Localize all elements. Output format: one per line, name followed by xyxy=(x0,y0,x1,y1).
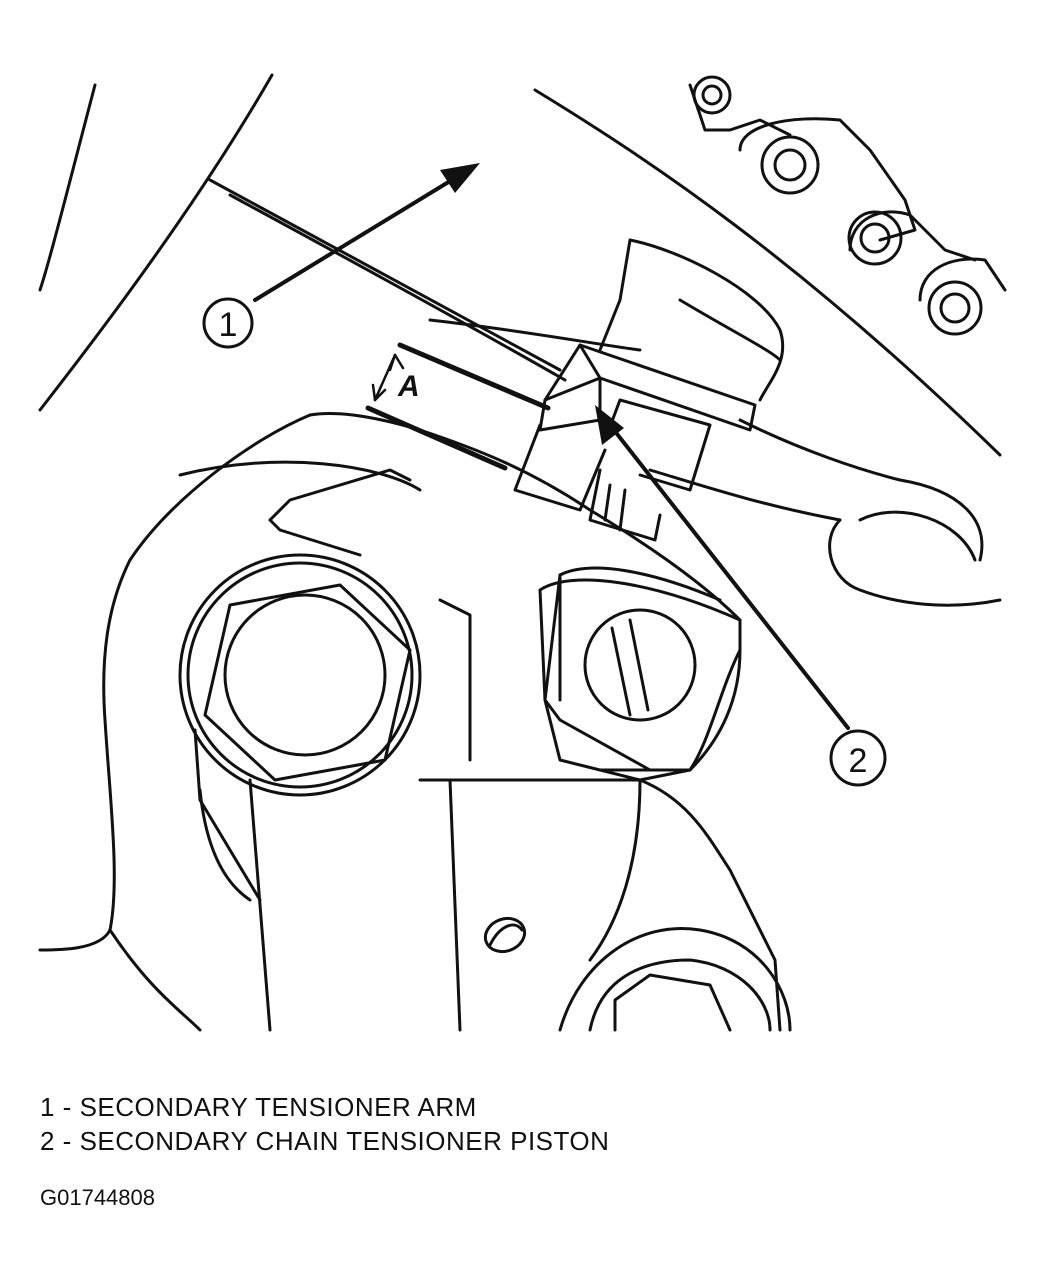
callout-2-circle xyxy=(829,729,887,787)
sprocket-outline-outer xyxy=(38,83,97,292)
dimension-a-label: A xyxy=(397,370,420,403)
tensioner-housing xyxy=(38,412,782,1032)
callout-1-circle xyxy=(202,297,254,349)
legend-item-2: 2 - SECONDARY CHAIN TENSIONER PISTON xyxy=(40,1126,610,1156)
sprocket-outline-inner xyxy=(38,73,274,412)
callout-1-number: 1 xyxy=(219,306,238,344)
dimension-a-indicator xyxy=(365,342,551,471)
callout-2-arrowhead xyxy=(595,405,624,445)
legend-item-1: 1 - SECONDARY TENSIONER ARM xyxy=(40,1092,477,1122)
dimension-a-arrow xyxy=(371,353,405,402)
callout-2-arrow xyxy=(608,423,850,730)
tensioner-piston xyxy=(513,343,757,542)
legend: 1 - SECONDARY TENSIONER ARM 2 - SECONDAR… xyxy=(40,1090,609,1158)
mounting-bolt-lower xyxy=(558,927,792,1032)
housing-hole xyxy=(483,916,527,954)
timing-chain xyxy=(533,75,1007,457)
mounting-bolt-large xyxy=(178,553,422,797)
figure-id: G01744808 xyxy=(40,1185,155,1210)
tensioner-diagram: 1 2 A xyxy=(38,73,1007,1032)
mounting-bolt-small xyxy=(538,578,742,772)
callout-2-number: 2 xyxy=(849,742,868,780)
callout-1-arrowhead xyxy=(440,163,480,193)
tensioner-arm xyxy=(208,178,1002,607)
callout-1-arrow xyxy=(253,173,462,302)
